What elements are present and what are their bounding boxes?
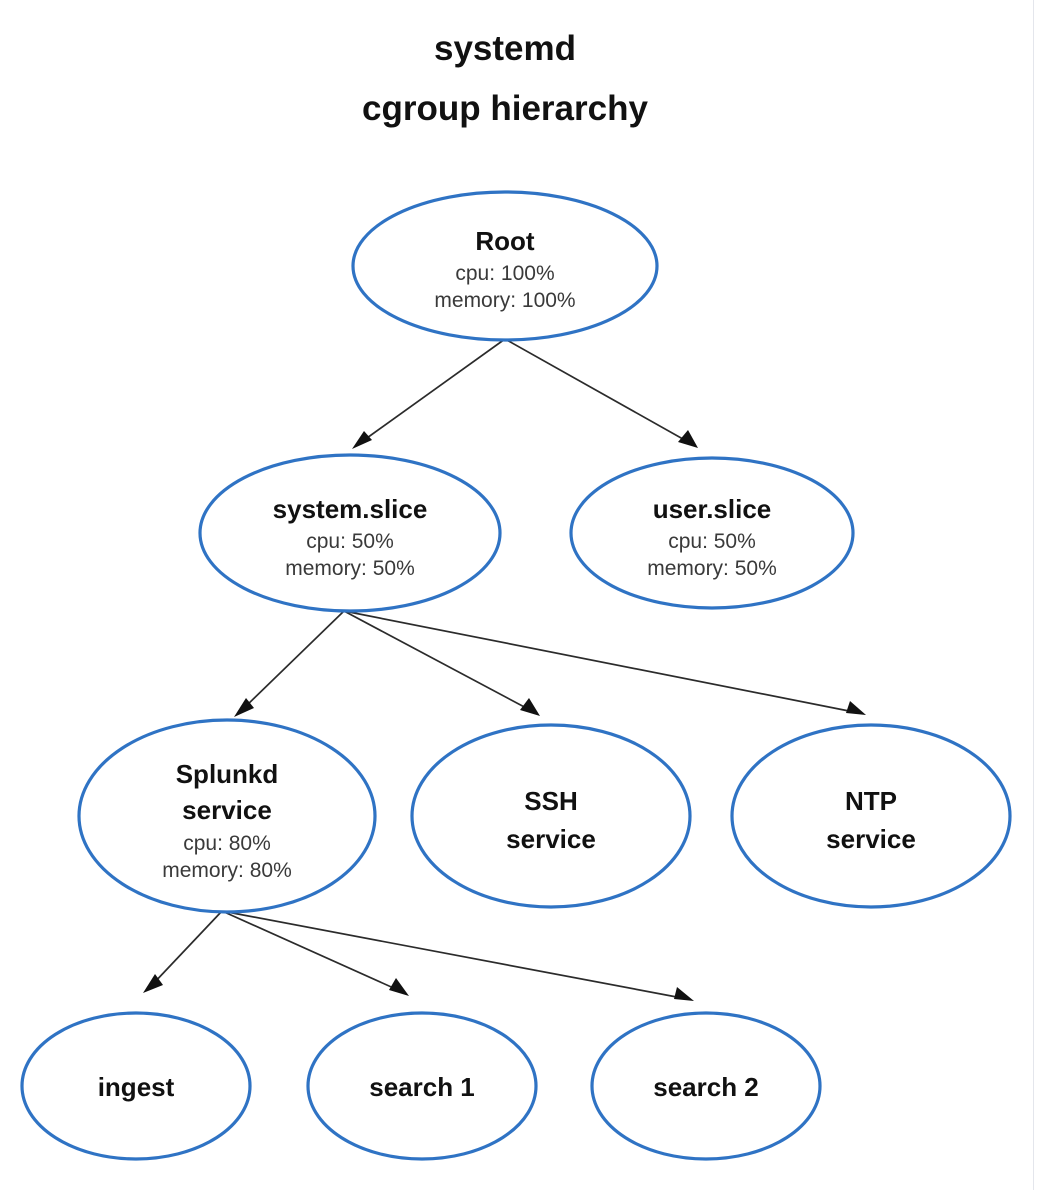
node-ellipse-search-1[interactable]: [306, 1011, 538, 1161]
node-ellipse-splunkd-service[interactable]: [77, 718, 377, 914]
node-system-slice-cpu: cpu: 50%: [306, 530, 394, 553]
node-search-1-title: search 1: [369, 1072, 475, 1102]
node-ellipse-ntp-service[interactable]: [730, 723, 1012, 909]
node-root[interactable]: Root cpu: 100% memory: 100%: [351, 190, 659, 342]
node-user-slice-title: user.slice: [653, 494, 772, 524]
node-ellipse-ssh-service[interactable]: [410, 723, 692, 909]
node-system-slice[interactable]: system.slice cpu: 50% memory: 50%: [198, 453, 502, 613]
node-ssh-title-line-1: SSH: [524, 786, 577, 816]
edge-line: [343, 610, 855, 713]
edge-system-slice-to-ntp: [343, 610, 866, 715]
node-search-1[interactable]: search 1: [306, 1011, 538, 1161]
edge-line: [221, 910, 399, 991]
node-ingest[interactable]: ingest: [20, 1011, 252, 1161]
edge-splunkd-to-ingest: [143, 910, 223, 993]
node-user-slice-memory: memory: 50%: [647, 557, 777, 580]
node-ingest-title: ingest: [98, 1072, 175, 1102]
arrowhead-icon: [520, 698, 540, 716]
node-system-slice-title: system.slice: [273, 494, 428, 524]
node-search-2-title: search 2: [653, 1072, 759, 1102]
node-ssh-service[interactable]: SSH service: [410, 723, 692, 909]
edge-line: [151, 910, 223, 986]
arrowhead-icon: [389, 978, 409, 996]
edge-line: [359, 338, 506, 444]
node-splunkd-service[interactable]: Splunkd service cpu: 80% memory: 80%: [77, 718, 377, 914]
edge-splunkd-to-search1: [221, 910, 409, 996]
title-line-2: cgroup hierarchy: [362, 89, 648, 128]
arrowhead-icon: [846, 701, 866, 715]
edge-system-slice-to-ssh: [343, 610, 540, 716]
arrowhead-icon: [352, 431, 372, 449]
edge-root-to-user-slice: [504, 338, 698, 448]
edge-splunkd-to-search2: [221, 910, 694, 1001]
node-splunkd-title-line-2: service: [182, 795, 272, 825]
node-ellipse-ingest[interactable]: [20, 1011, 252, 1161]
node-user-slice[interactable]: user.slice cpu: 50% memory: 50%: [569, 456, 855, 610]
node-search-2[interactable]: search 2: [590, 1011, 822, 1161]
node-root-title: Root: [475, 226, 535, 256]
node-ellipse-root[interactable]: [351, 190, 659, 342]
node-ntp-title-line-1: NTP: [845, 786, 897, 816]
node-splunkd-cpu: cpu: 80%: [183, 832, 271, 855]
node-ssh-title-line-2: service: [506, 824, 596, 854]
edge-line: [242, 610, 345, 710]
node-ntp-service[interactable]: NTP service: [730, 723, 1012, 909]
edge-line: [504, 338, 691, 444]
node-splunkd-memory: memory: 80%: [162, 859, 292, 882]
node-ntp-title-line-2: service: [826, 824, 916, 854]
edge-line: [343, 610, 531, 711]
node-ellipse-search-2[interactable]: [590, 1011, 822, 1161]
node-user-slice-cpu: cpu: 50%: [668, 530, 756, 553]
arrowhead-icon: [678, 430, 698, 448]
arrowhead-icon: [234, 698, 254, 717]
arrowhead-icon: [143, 974, 163, 993]
node-system-slice-memory: memory: 50%: [285, 557, 415, 580]
node-root-cpu: cpu: 100%: [455, 262, 554, 285]
node-ellipse-system-slice[interactable]: [198, 453, 502, 613]
page-right-divider: [1033, 0, 1034, 1190]
edge-group: [143, 338, 866, 1001]
node-root-memory: memory: 100%: [434, 289, 575, 312]
arrowhead-icon: [674, 987, 694, 1001]
edge-root-to-system-slice: [352, 338, 506, 449]
diagram-title: systemd cgroup hierarchy: [362, 29, 648, 128]
title-line-1: systemd: [434, 29, 576, 68]
edge-system-slice-to-splunkd: [234, 610, 345, 717]
edge-line: [221, 910, 683, 999]
node-splunkd-title-line-1: Splunkd: [176, 759, 279, 789]
node-ellipse-user-slice[interactable]: [569, 456, 855, 610]
